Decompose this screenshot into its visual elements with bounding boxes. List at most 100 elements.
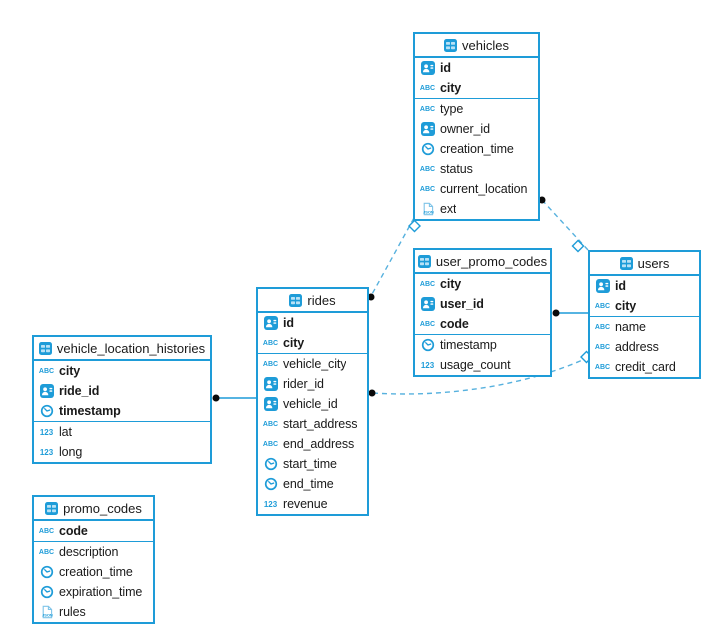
- relationship-vehicles-rides[interactable]: [367, 217, 421, 301]
- field-row-rules[interactable]: JSON rules: [34, 602, 153, 622]
- text-icon: ABC: [262, 339, 279, 347]
- table-icon: [38, 341, 52, 355]
- text-icon: ABC: [262, 420, 279, 428]
- field-name: city: [440, 81, 462, 95]
- field-name: end_time: [283, 477, 334, 491]
- field-row-user_id[interactable]: user_id: [415, 294, 550, 314]
- field-row-ext[interactable]: JSON ext: [415, 199, 538, 219]
- field-row-id[interactable]: id: [415, 58, 538, 78]
- table-icon: [619, 256, 633, 270]
- text-icon: ABC: [419, 84, 436, 92]
- text-icon: ABC: [262, 360, 279, 368]
- table-icon: [45, 501, 59, 515]
- table-header[interactable]: users: [590, 252, 699, 276]
- field-name: status: [440, 162, 473, 176]
- field-row-ride_id[interactable]: ride_id: [34, 381, 210, 401]
- table-title: vehicles: [462, 37, 509, 53]
- field-row-timestamp[interactable]: timestamp: [34, 401, 210, 421]
- table-title: users: [637, 255, 670, 271]
- field-row-owner_id[interactable]: owner_id: [415, 119, 538, 139]
- field-name: vehicle_id: [283, 397, 338, 411]
- relationship-rides-users[interactable]: [368, 350, 593, 397]
- field-name: rider_id: [283, 377, 324, 391]
- field-name: ext: [440, 202, 457, 216]
- table-header[interactable]: vehicles: [415, 34, 538, 58]
- field-row-creation_time[interactable]: creation_time: [415, 139, 538, 159]
- table-header[interactable]: vehicle_location_histories: [34, 337, 210, 361]
- field-name: owner_id: [440, 122, 490, 136]
- field-name: creation_time: [59, 565, 133, 579]
- field-name: vehicle_city: [283, 357, 347, 371]
- field-row-creation_time[interactable]: creation_time: [34, 562, 153, 582]
- field-row-expiration_time[interactable]: expiration_time: [34, 582, 153, 602]
- relation-endpoint-dot: [552, 309, 560, 317]
- field-name: address: [615, 340, 659, 354]
- time-icon: [419, 338, 436, 352]
- field-name: rules: [59, 605, 86, 619]
- text-icon: ABC: [594, 323, 611, 331]
- time-icon: [262, 457, 279, 471]
- field-row-vehicle_city[interactable]: ABC vehicle_city: [258, 353, 367, 374]
- field-row-start_time[interactable]: start_time: [258, 454, 367, 474]
- text-icon: ABC: [38, 527, 55, 535]
- field-name: timestamp: [440, 338, 497, 352]
- field-row-vehicle_id[interactable]: vehicle_id: [258, 394, 367, 414]
- table-header[interactable]: rides: [258, 289, 367, 313]
- field-row-city[interactable]: ABC city: [258, 333, 367, 353]
- relationship-vehicles-users[interactable]: [538, 196, 589, 253]
- text-icon: ABC: [262, 440, 279, 448]
- field-row-rider_id[interactable]: rider_id: [258, 374, 367, 394]
- table-header[interactable]: user_promo_codes: [415, 250, 550, 274]
- svg-text:JSON: JSON: [42, 613, 53, 618]
- field-row-timestamp[interactable]: timestamp: [415, 334, 550, 355]
- field-row-city[interactable]: ABC city: [415, 78, 538, 98]
- table-title: promo_codes: [63, 500, 142, 516]
- table-header[interactable]: promo_codes: [34, 497, 153, 521]
- field-name: current_location: [440, 182, 528, 196]
- time-icon: [38, 404, 55, 418]
- number-icon: 123: [263, 499, 278, 509]
- relationship-vehicle_location_histories-rides[interactable]: [212, 394, 257, 402]
- field-row-id[interactable]: id: [258, 313, 367, 333]
- svg-text:JSON: JSON: [423, 210, 434, 215]
- field-name: type: [440, 102, 464, 116]
- field-row-end_time[interactable]: end_time: [258, 474, 367, 494]
- table-icon: [417, 254, 431, 268]
- time-icon: [419, 142, 436, 156]
- field-name: creation_time: [440, 142, 514, 156]
- field-name: city: [283, 336, 305, 350]
- text-icon: ABC: [594, 363, 611, 371]
- time-icon: [38, 585, 55, 599]
- number-icon: 123: [420, 360, 435, 370]
- field-row-id[interactable]: id: [590, 276, 699, 296]
- relationship-user_promo_codes-users[interactable]: [552, 309, 589, 317]
